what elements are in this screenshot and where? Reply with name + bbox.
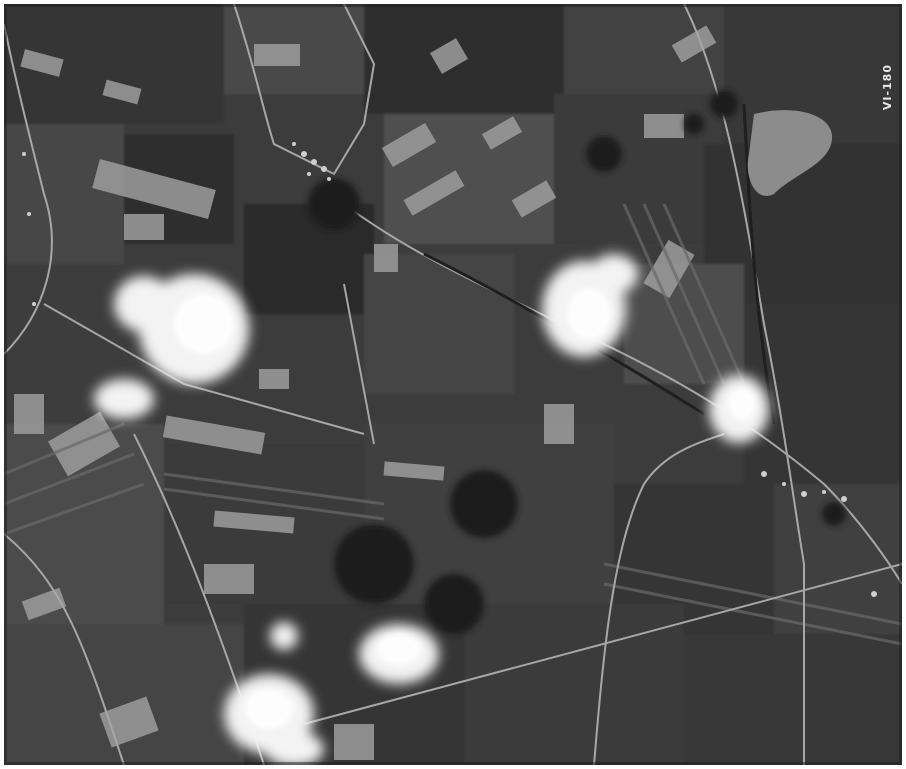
village	[22, 142, 877, 597]
aerial-photo-drawing	[4, 4, 902, 765]
aerial-photo: VI-180	[4, 4, 902, 765]
field-furrows	[4, 203, 902, 646]
edge-mark-label: VI-180	[881, 64, 894, 111]
tree-clusters	[308, 90, 846, 634]
smoke-cores	[174, 288, 756, 729]
pond	[747, 110, 833, 196]
